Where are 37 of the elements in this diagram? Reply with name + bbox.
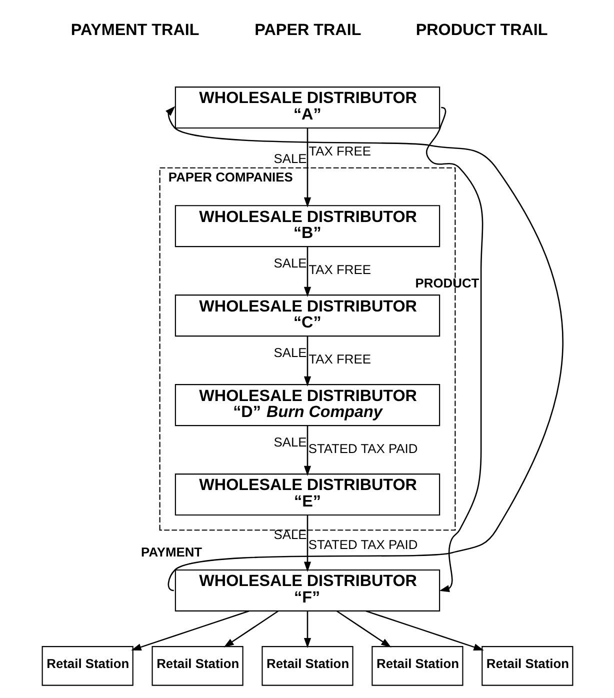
edge-label: SALE (273, 526, 306, 542)
arrow (223, 610, 278, 648)
label: TAX FREE (308, 144, 370, 159)
node-box: Retail Station (41, 646, 133, 686)
edge-label: SALE (273, 434, 306, 450)
arrow (303, 426, 311, 476)
label: TAX FREE (308, 262, 370, 278)
label: STATED TAX PAID (308, 441, 418, 456)
edge-label: SALE (273, 345, 306, 360)
node-box: Retail Station (151, 646, 243, 686)
arrow (303, 515, 311, 572)
node-box: Retail Station (371, 646, 463, 686)
node-box: WHOLESALE DISTRIBUTOR “D” Burn Company (174, 384, 440, 426)
node-box: WHOLESALE DISTRIBUTOR “C” (174, 294, 440, 337)
edge-label: SALE (273, 151, 306, 166)
edge-label: PRODUCT (414, 276, 479, 291)
arrow (130, 610, 249, 651)
arrow (165, 106, 563, 591)
label: PAYMENT TRAIL (70, 20, 199, 39)
arrow (303, 247, 311, 298)
label: STATED TAX PAID (308, 537, 418, 552)
node-box: WHOLESALE DISTRIBUTOR “A” (174, 86, 440, 129)
label: PAPER TRAIL (254, 20, 361, 39)
node-box: WHOLESALE DISTRIBUTOR “F” (174, 569, 440, 612)
arrow (303, 336, 311, 386)
node-box: WHOLESALE DISTRIBUTOR “B” (174, 205, 440, 248)
label: PRODUCT TRAIL (415, 20, 548, 39)
node-box: Retail Station (261, 646, 353, 686)
arrow (303, 611, 311, 648)
arrow (336, 610, 391, 648)
arrow (303, 128, 311, 208)
edge-label: PAYMENT (140, 544, 202, 560)
arrow (365, 610, 484, 651)
edge-label: SALE (273, 256, 306, 271)
label: TAX FREE (308, 352, 370, 367)
node-box: WHOLESALE DISTRIBUTOR “E” (174, 474, 440, 516)
node-box: Retail Station (481, 646, 573, 686)
